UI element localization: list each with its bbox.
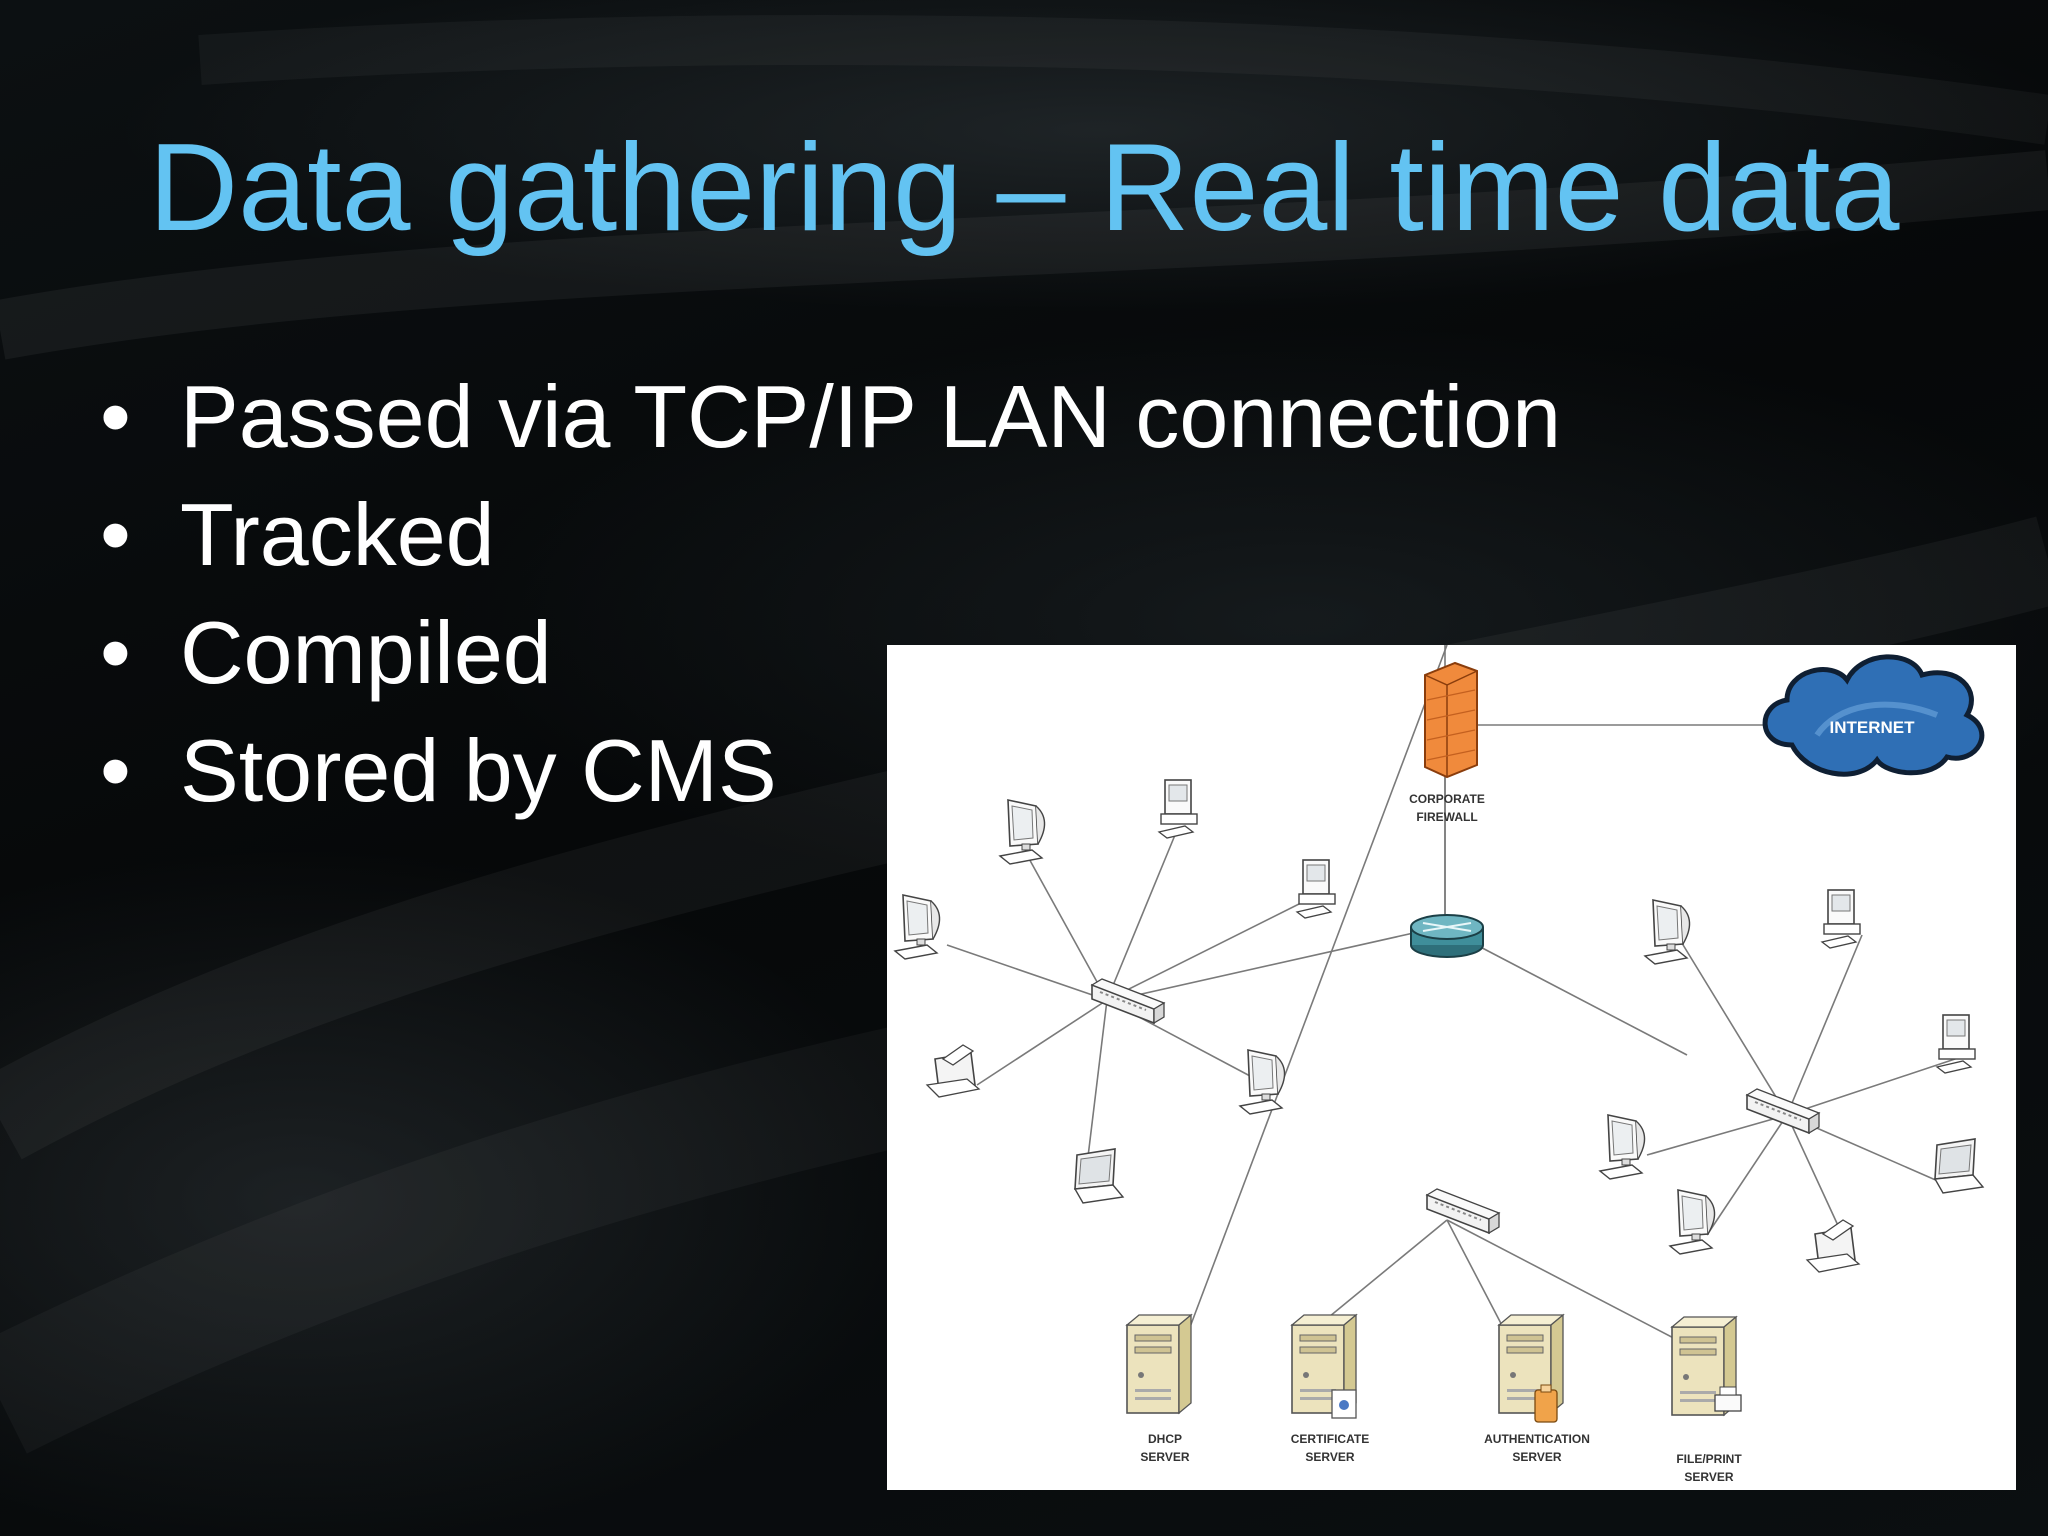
- router-icon: [1410, 914, 1484, 958]
- firewall-label-line1: CORPORATE: [1409, 792, 1485, 806]
- switch-icon: [1426, 1188, 1500, 1234]
- printer-icon: [1714, 1386, 1742, 1412]
- bullet-list: • Passed via TCP/IP LAN connection • Track…: [100, 358, 1561, 830]
- firewall-icon: [1424, 661, 1478, 779]
- server-label-line1: CERTIFICATE: [1291, 1432, 1369, 1446]
- server-label-line2: SERVER: [1512, 1450, 1561, 1464]
- desktop-computer-icon: [1669, 1189, 1716, 1255]
- desktop-tower-icon: [1936, 1014, 1976, 1074]
- badge-icon: [1534, 1384, 1558, 1423]
- laptop-icon: [1074, 1148, 1124, 1204]
- dhcp-server: DHCP SERVER: [1126, 1314, 1192, 1464]
- desktop-tower-icon: [1296, 859, 1336, 919]
- printer-icon: [926, 1044, 980, 1098]
- desktop-computer-icon: [1239, 1049, 1286, 1115]
- bullet-marker: •: [100, 367, 131, 466]
- bullet-item: • Passed via TCP/IP LAN connection: [100, 358, 1561, 476]
- network-diagram-svg: INTERNET CORPORATE FIREWALL: [894, 645, 1985, 1484]
- desktop-computer-icon: [894, 894, 941, 960]
- server-icon: [1126, 1314, 1192, 1414]
- switch-icon: [1746, 1088, 1820, 1134]
- desktop-tower-icon: [1821, 889, 1861, 949]
- bullet-text: Compiled: [180, 603, 552, 702]
- desktop-computer-icon: [1644, 899, 1691, 965]
- bullet-marker: •: [100, 721, 131, 820]
- server-label-line1: DHCP: [1148, 1432, 1182, 1446]
- bullet-text: Passed via TCP/IP LAN connection: [180, 367, 1562, 466]
- bullet-item: • Stored by CMS: [100, 712, 1561, 830]
- laptop-icon: [1934, 1138, 1984, 1194]
- server-label-line1: AUTHENTICATION: [1484, 1432, 1590, 1446]
- bullet-marker: •: [100, 485, 131, 584]
- bullet-item: • Tracked: [100, 476, 1561, 594]
- printer-icon: [1806, 1219, 1860, 1273]
- bullet-text: Tracked: [180, 485, 495, 584]
- file-print-server: FILE/PRINT SERVER: [1671, 1316, 1742, 1484]
- desktop-computer-icon: [1599, 1114, 1646, 1180]
- bullet-text: Stored by CMS: [180, 721, 777, 820]
- network-diagram: INTERNET CORPORATE FIREWALL: [887, 645, 2016, 1490]
- authentication-server: AUTHENTICATION SERVER: [1484, 1314, 1590, 1464]
- switch-icon: [1091, 978, 1165, 1024]
- connection-lines: [946, 645, 1968, 1346]
- certificate-icon: [1331, 1389, 1357, 1419]
- server-label-line2: SERVER: [1684, 1470, 1733, 1484]
- bullet-marker: •: [100, 603, 131, 702]
- cloud-icon: INTERNET: [1762, 654, 1985, 777]
- certificate-server: CERTIFICATE SERVER: [1291, 1314, 1369, 1464]
- server-label-line2: SERVER: [1305, 1450, 1354, 1464]
- firewall-label-line2: FIREWALL: [1416, 810, 1477, 824]
- desktop-computer-icon: [999, 799, 1046, 865]
- bullet-item: • Compiled: [100, 594, 1561, 712]
- internet-label: INTERNET: [1830, 718, 1916, 737]
- server-label-line1: FILE/PRINT: [1676, 1452, 1742, 1466]
- desktop-tower-icon: [1158, 779, 1198, 839]
- server-label-line2: SERVER: [1140, 1450, 1189, 1464]
- slide-title: Data gathering – Real time data: [148, 119, 1900, 257]
